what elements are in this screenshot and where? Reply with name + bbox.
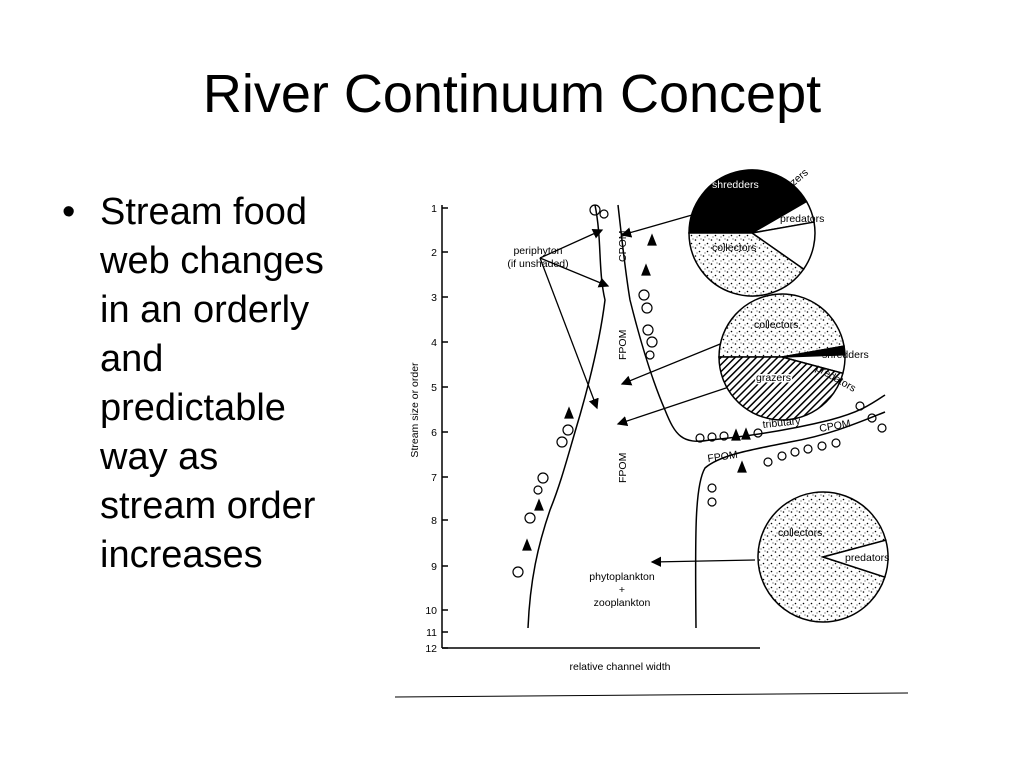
pie-low-collectors: collectors (778, 527, 822, 539)
bullet-text: Stream food web changes in an orderly an… (100, 191, 324, 576)
phytoplankton-label: phytoplankton (589, 571, 655, 583)
fpom-mid-label: FPOM (617, 330, 629, 360)
y-tick-label: 2 (431, 247, 437, 259)
y-tick-label: 12 (425, 643, 437, 655)
y-tick-label: 10 (425, 605, 437, 617)
y-tick-label: 9 (431, 561, 437, 573)
fpom-tributary-label: FPOM (707, 449, 739, 465)
cpom-top-label: CPOM (617, 231, 629, 263)
pie-low-predators: predators (845, 552, 889, 564)
plus-label: + (619, 584, 625, 596)
y-tick-label: 3 (431, 292, 437, 304)
y-tick-label: 11 (426, 627, 437, 639)
bottom-edge-line (394, 692, 909, 698)
pie-top-shredders-slice (688, 169, 808, 234)
pie-mid-grazers: grazers (756, 372, 791, 384)
river-right-bank (617, 204, 886, 442)
slide-title: River Continuum Concept (202, 64, 822, 124)
bullet-marker: • (62, 191, 76, 233)
if-unshaded-label: (if unshaded) (507, 258, 568, 270)
riparian-trees (512, 204, 887, 578)
y-axis-label: Stream size or order (409, 362, 421, 458)
pie-top-collectors: collectors (712, 242, 756, 254)
river-left-bank (527, 204, 606, 629)
pie-mid-collectors: collectors (754, 319, 798, 331)
pie-top-predators: predators (780, 213, 824, 225)
pie-top-shredders: shredders (712, 179, 759, 191)
pie-mid-grazers-slice (718, 356, 844, 421)
cpom-tributary-label: CPOM (818, 418, 851, 435)
x-axis-label: relative channel width (570, 661, 671, 673)
fpom-low-label: FPOM (617, 453, 629, 483)
pie-low-predators-slice (820, 539, 889, 579)
y-tick-label: 8 (431, 515, 437, 527)
tributary-lower-bank (694, 411, 886, 629)
zooplankton-label: zooplankton (594, 597, 651, 609)
y-tick-label: 7 (431, 472, 437, 484)
y-tick-label: 4 (431, 337, 437, 349)
pie-mid-shredders: shredders (822, 349, 869, 361)
pie-mid (718, 293, 846, 421)
y-tick-label: 6 (431, 427, 437, 439)
pie-low (757, 491, 889, 623)
pie-top (688, 169, 816, 297)
pie-top-collectors-slice (688, 232, 805, 297)
y-tick-label: 5 (431, 382, 437, 394)
y-tick-label: 1 (431, 203, 437, 215)
pie-mid-collectors-slice (718, 293, 845, 358)
